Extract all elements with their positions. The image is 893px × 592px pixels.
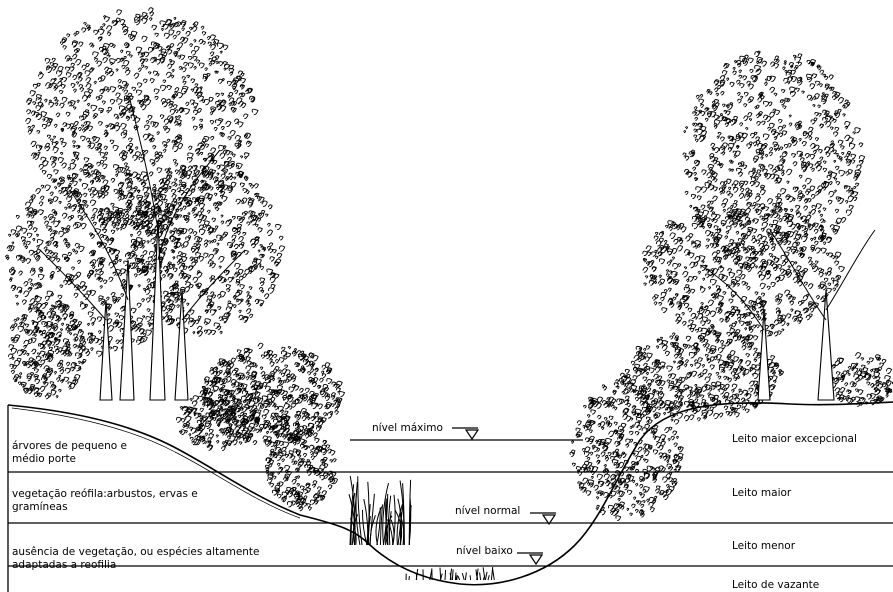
right-shrub-bank [570, 377, 683, 520]
triangle-down-icon [466, 430, 478, 439]
label-trees-line2: médio porte [12, 453, 76, 465]
triangle-down-icon [530, 555, 542, 564]
label-leito-vazante: Leito de vazante [732, 579, 819, 591]
label-riparian-line2: gramíneas [12, 501, 68, 513]
left-tree-canopy-top [26, 8, 258, 230]
left-shrub-small [176, 389, 259, 450]
level-marker-normal: nível normal [455, 505, 556, 524]
right-shrub-far [827, 353, 893, 407]
label-leito-menor: Leito menor [732, 540, 796, 552]
level-marker-low: nível baixo [456, 545, 543, 564]
level-marker-max: nível máximo [372, 422, 478, 439]
label-trees-line1: árvores de pequeno e [12, 440, 127, 452]
left-shrub-far [9, 300, 89, 398]
tree-branch [826, 230, 875, 310]
level-normal-label: nível normal [455, 505, 520, 517]
label-leito-maior-excepcional: Leito maior excepcional [732, 433, 857, 445]
label-leito-maior: Leito maior [732, 487, 792, 499]
label-riparian-line1: vegetação reófila:arbustos, ervas e [12, 488, 198, 500]
label-none-line1: ausência de vegetação, ou espécies altam… [12, 546, 260, 558]
right-tree-canopy-top [683, 51, 865, 271]
level-max-label: nível máximo [372, 422, 443, 434]
right-tree-trunk-2 [818, 290, 834, 400]
low-grass [406, 567, 494, 580]
level-low-label: nível baixo [456, 545, 513, 557]
right-tree-canopy-bottom [643, 199, 845, 342]
label-none-line2: adaptadas a reofilia [12, 559, 116, 571]
